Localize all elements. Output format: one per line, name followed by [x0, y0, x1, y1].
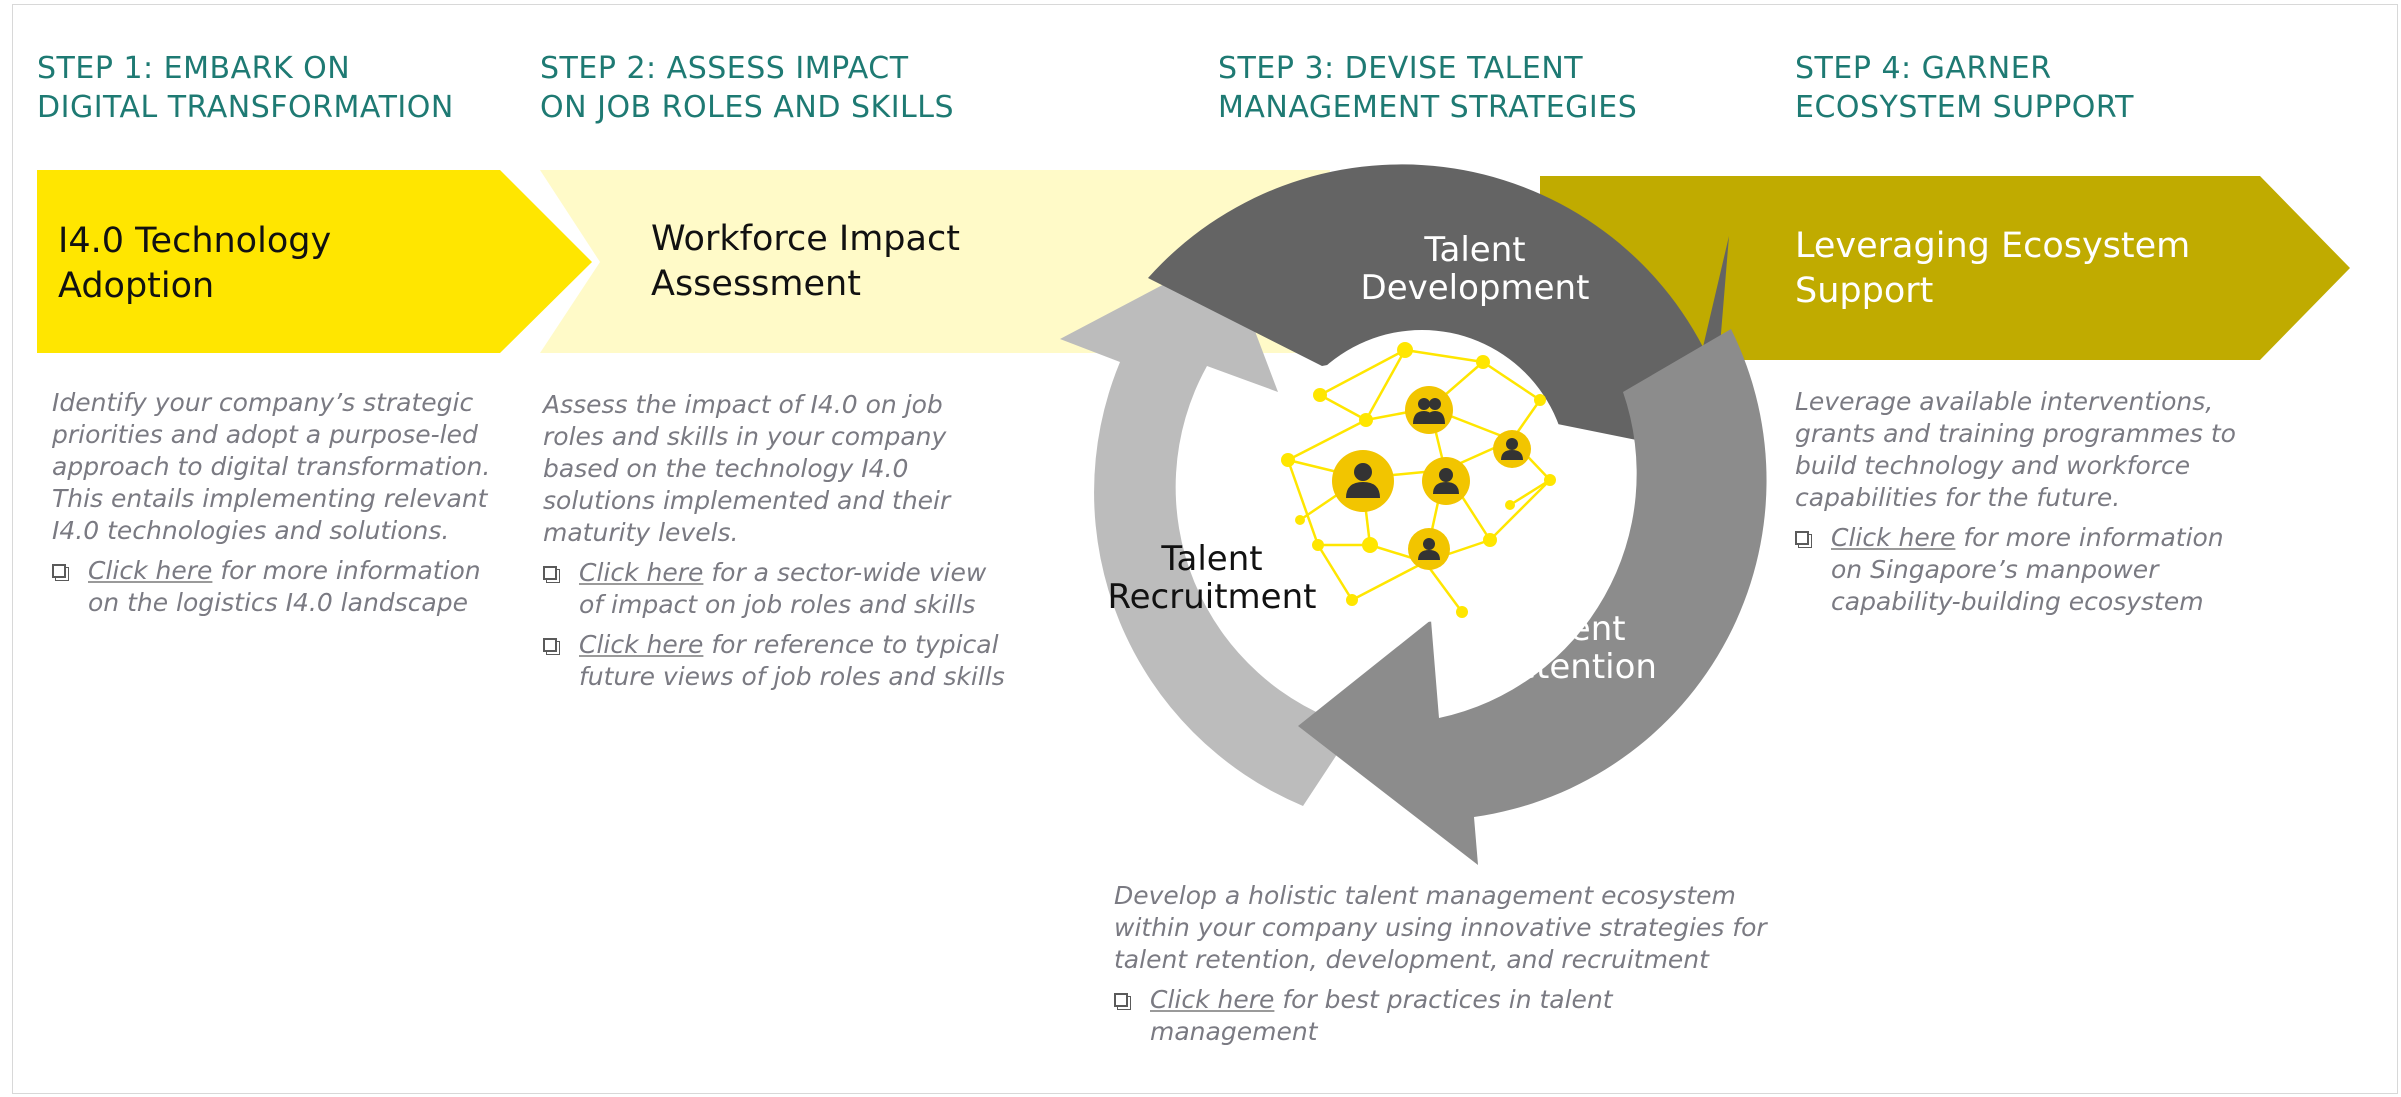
- network-icon: [1276, 330, 1568, 622]
- checkbox-icon: [1795, 531, 1809, 545]
- talent-recruitment-arrow: [1060, 252, 1355, 806]
- step4-description: Leverage available interventions,grants …: [1795, 386, 2265, 618]
- checkbox-icon: [543, 638, 557, 652]
- person-icon: [1422, 457, 1470, 505]
- diagram-frame: [12, 4, 2398, 1094]
- talent-development-arrow: [1148, 164, 1729, 455]
- step1-arrow: [37, 170, 592, 353]
- step3-link[interactable]: Click here: [1150, 985, 1275, 1014]
- talent-retention-arrow: [1298, 329, 1767, 865]
- step1-link[interactable]: Click here: [88, 556, 213, 585]
- step3-link-item: Click here for best practices in talent …: [1114, 984, 1774, 1048]
- checkbox-icon: [52, 564, 66, 578]
- step2-link-item-2: Click here for reference to typical futu…: [543, 629, 1013, 693]
- person-icon: [1493, 430, 1531, 468]
- step4-arrow: [1540, 176, 2350, 360]
- step1-link-item: Click here for more information on the l…: [52, 555, 492, 619]
- person-icon: [1332, 450, 1394, 512]
- step2-link-2[interactable]: Click here: [579, 630, 704, 659]
- checkbox-icon: [1114, 993, 1128, 1007]
- person-icon: [1405, 386, 1453, 434]
- checkbox-icon: [543, 566, 557, 580]
- step4-link-item: Click here for more information on Singa…: [1795, 522, 2265, 618]
- step4-link[interactable]: Click here: [1831, 523, 1956, 552]
- step3-description: Develop a holistic talent management eco…: [1114, 880, 1774, 1048]
- person-icon: [1408, 528, 1450, 570]
- step2-link-1[interactable]: Click here: [579, 558, 704, 587]
- step2-link-item-1: Click here for a sector-wide view of imp…: [543, 557, 1013, 621]
